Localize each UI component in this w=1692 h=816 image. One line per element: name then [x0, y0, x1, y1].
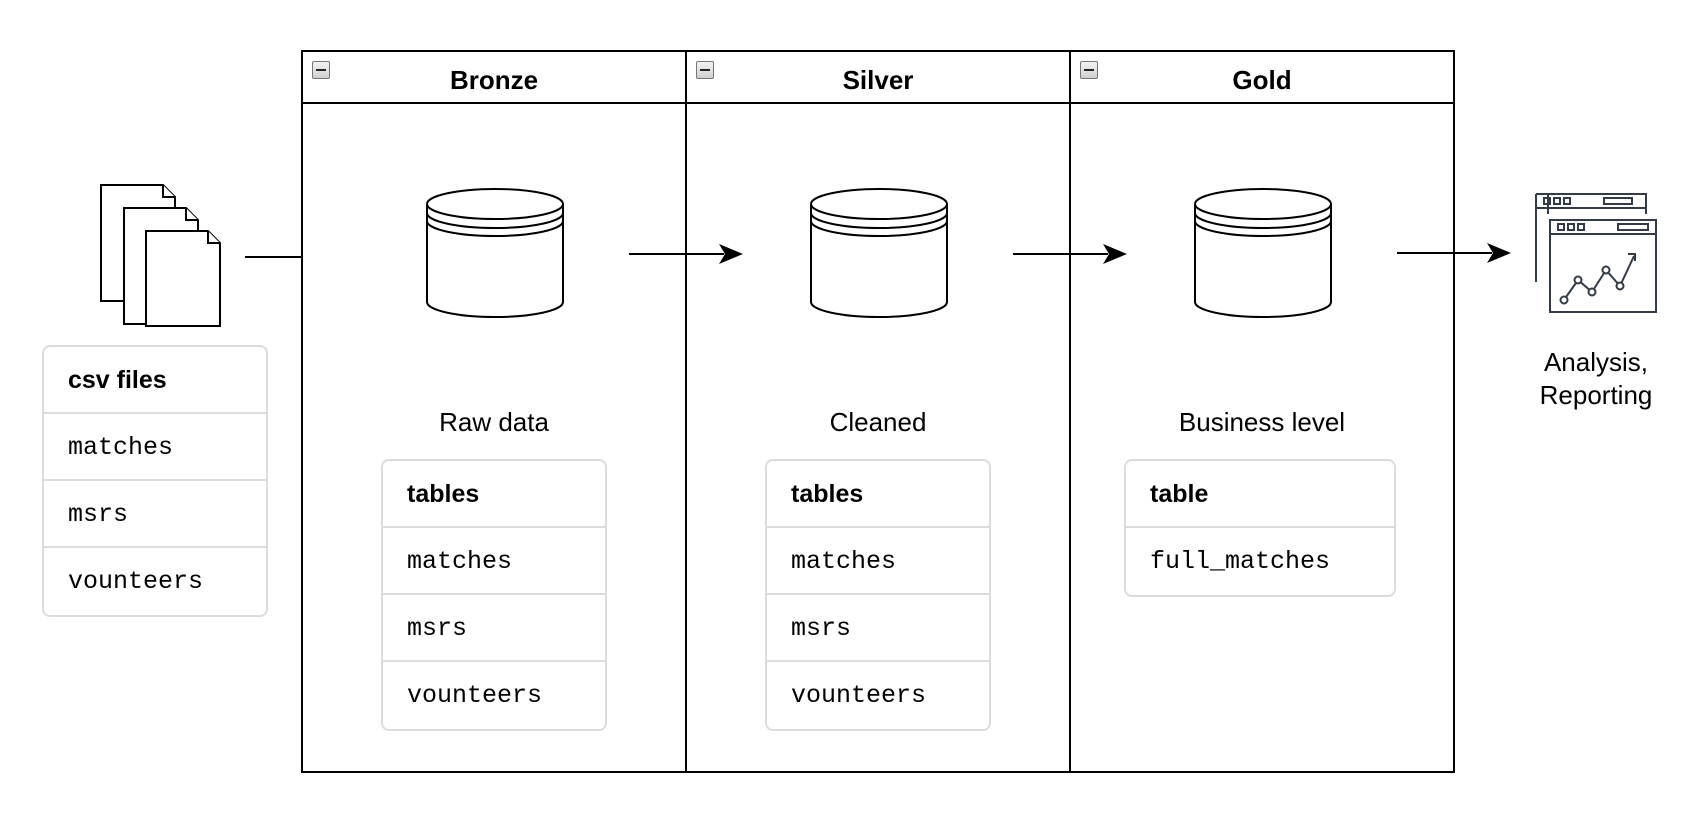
lane-gold: Gold Business level table full_matches [1069, 50, 1455, 773]
table-row: msrs [383, 595, 605, 662]
csv-files-icon [100, 184, 221, 327]
database-icon [810, 188, 948, 318]
analytics-dashboard-icon [1535, 193, 1657, 313]
collapse-icon[interactable] [312, 61, 330, 79]
tables-title: tables [767, 461, 989, 528]
lane-title: Bronze [449, 65, 539, 95]
silver-tables: tables matches msrs vounteers [765, 459, 991, 731]
lane-caption: Raw data [439, 407, 549, 437]
lane-title: Silver [842, 65, 914, 95]
tables-title: table [1126, 461, 1394, 528]
bronze-tables: tables matches msrs vounteers [381, 459, 607, 731]
table-row: msrs [44, 481, 266, 548]
gold-tables: table full_matches [1124, 459, 1396, 597]
output-label-line2: Reporting [1539, 380, 1653, 410]
table-row: vounteers [791, 681, 927, 710]
lane-silver: Silver Cleaned tables matches msrs vount… [685, 50, 1071, 773]
tables-title: tables [383, 461, 605, 528]
collapse-icon[interactable] [696, 61, 714, 79]
lane-header: Bronze [303, 52, 685, 104]
lane-header: Silver [687, 52, 1069, 104]
table-row: matches [44, 414, 266, 481]
lane-caption: Cleaned [829, 407, 927, 437]
table-row: matches [767, 528, 989, 595]
database-icon [1194, 188, 1332, 318]
lane-caption: Business level [1178, 407, 1346, 437]
output-label-line1: Analysis, [1543, 347, 1649, 377]
table-row: full_matches [1150, 547, 1331, 576]
collapse-icon[interactable] [1080, 61, 1098, 79]
arrow-silver-to-gold [1013, 244, 1127, 264]
table-row: vounteers [407, 681, 543, 710]
output-label: Analysis, Reporting [1500, 346, 1692, 412]
arrow-bronze-to-silver [629, 244, 743, 264]
arrow-gold-to-output [1397, 243, 1511, 263]
csv-files-table-title: csv files [44, 347, 266, 414]
csv-files-table: csv files matches msrs vounteers [42, 345, 268, 617]
lane-bronze: Bronze Raw data tables matches msrs voun… [301, 50, 687, 773]
lane-title: Gold [1232, 65, 1292, 95]
table-row: matches [383, 528, 605, 595]
table-row: vounteers [68, 567, 204, 596]
database-icon [426, 188, 564, 318]
lane-header: Gold [1071, 52, 1453, 104]
table-row: msrs [767, 595, 989, 662]
